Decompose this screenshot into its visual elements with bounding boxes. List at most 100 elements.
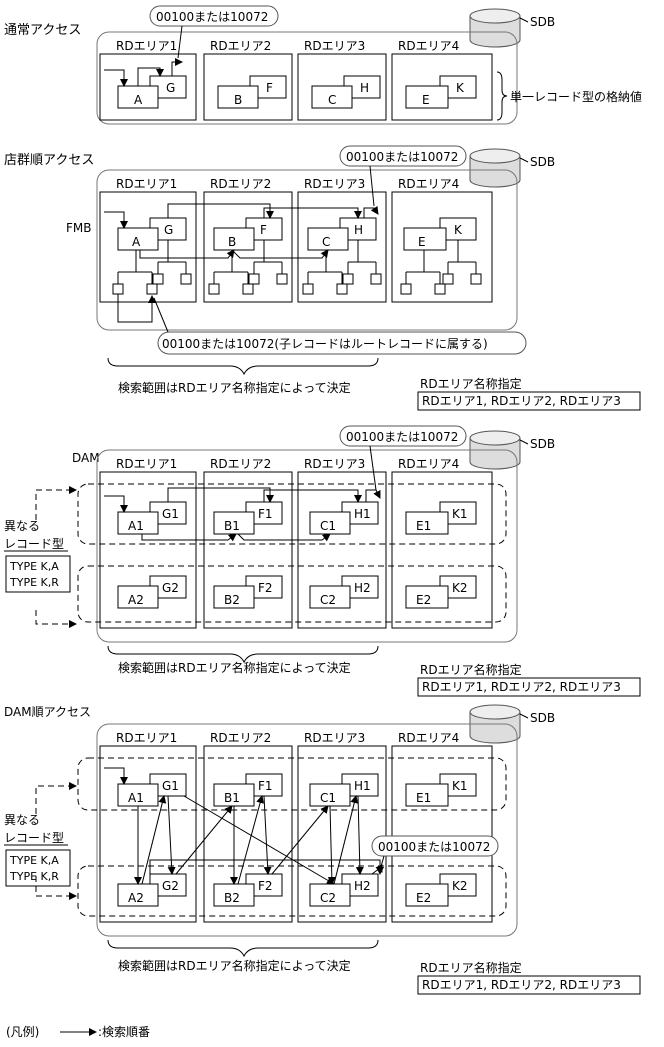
svg-text:RDエリア2: RDエリア2 [210,457,271,471]
record-label: H [360,81,369,95]
svg-text:E: E [418,235,426,249]
normal-areas: RDエリア1 RDエリア2 RDエリア3 RDエリア4 [99,39,493,121]
svg-text:RDエリア1: RDエリア1 [116,731,177,745]
svg-text:K1: K1 [452,779,468,793]
svg-text:H: H [354,223,363,237]
callout-bubble [339,145,467,167]
store-records: G A F B H C K E [117,217,477,251]
callout-bubble [157,331,527,355]
callout-bubble [149,5,279,27]
sdb-label: SDB [530,15,555,29]
store-spec-value: RDエリア1, RDエリア2, RDエリア3 [422,394,621,408]
svg-text:E1: E1 [416,791,431,805]
svg-text:K1: K1 [452,507,468,521]
svg-text:RDエリア1: RDエリア1 [116,457,177,471]
svg-text:A1: A1 [128,519,144,533]
dam-spec-label: RDエリア名称指定 [420,662,522,677]
area-label: RDエリア2 [210,177,271,191]
svg-text:A: A [132,235,141,249]
svg-text:K2: K2 [452,581,468,595]
area-label: RDエリア3 [304,39,365,53]
svg-text:RDエリア4: RDエリア4 [398,457,459,471]
area-label: RDエリア4 [398,177,459,191]
record-label: K [456,81,465,95]
damseq-callout: 00100または10072 [378,840,490,854]
dam-diff-label: 異なる [4,519,40,533]
scope-brace [107,645,379,664]
child-trees [112,240,482,295]
store-spec-label: RDエリア名称指定 [420,376,522,391]
svg-text:K: K [454,223,463,237]
svg-text:C2: C2 [320,891,336,905]
svg-text:G2: G2 [162,581,179,595]
legend-label: (凡例) [6,1025,39,1039]
svg-text:H1: H1 [354,507,371,521]
svg-text:C2: C2 [320,593,336,607]
damseq-rec-label: レコード型 [4,831,64,845]
svg-text:F: F [260,223,267,237]
damseq-scope: 検索範囲はRDエリア名称指定によって決定 [118,958,351,973]
damseq-type-0: TYPE K,A [9,854,59,867]
dam-records: G1 A1 F1 B1 H1 C1 K1 E1 G2 A2 F2 B2 H2 C… [117,501,477,609]
sdb-cylinder [469,430,521,470]
record-label: C [328,93,336,107]
store-areas: RDエリア1 RDエリア2 RDエリア3 RDエリア4 [99,177,493,303]
svg-text:G1: G1 [162,507,179,521]
damseq-spec-label: RDエリア名称指定 [420,960,522,975]
dam-type-band-2 [77,565,507,623]
svg-text:A1: A1 [128,791,144,805]
dam-type-box [5,555,71,593]
record-label: A [134,93,143,107]
damseq-areas: RDエリア1 RDエリア2 RDエリア3 RDエリア4 [99,731,493,923]
store-callout: 00100または10072 [346,150,458,164]
svg-text:A2: A2 [128,891,144,905]
svg-text:C: C [322,235,330,249]
svg-text:G1: G1 [162,779,179,793]
sdb-area-frame [96,723,518,937]
sdb-area-frame [96,31,518,125]
callout-bubble [339,425,467,447]
sdb-cylinder [469,8,521,48]
svg-text:H2: H2 [354,879,371,893]
svg-text:H1: H1 [354,779,371,793]
store-bottom-callout: 00100または10072(子レコードはルートレコードに属する) [162,337,488,351]
sdb-area-frame [96,169,518,331]
sdb-label: SDB [530,437,555,451]
svg-text:C1: C1 [320,791,336,805]
area-label: RDエリア1 [116,177,177,191]
sdb-label: SDB [530,155,555,169]
svg-text:E1: E1 [416,519,431,533]
damseq-type-box [5,849,71,887]
svg-text:E2: E2 [416,593,431,607]
area-label: RDエリア2 [210,39,271,53]
area-label: RDエリア1 [116,39,177,53]
dam-rec-label: レコード型 [4,537,64,551]
svg-text:G: G [164,223,173,237]
area-label: RDエリア4 [398,39,459,53]
damseq-spec-value: RDエリア1, RDエリア2, RDエリア3 [422,978,621,992]
sdb-label: SDB [530,711,555,725]
svg-text:G2: G2 [162,879,179,893]
svg-text:F2: F2 [258,879,273,893]
dam-areas: RDエリア1 RDエリア2 RDエリア3 RDエリア4 [99,457,493,629]
svg-text:B: B [228,235,236,249]
dam-type-1: TYPE K,R [9,576,59,589]
damseq-type-1: TYPE K,R [9,870,59,883]
sdb-area-frame [96,449,518,643]
svg-text:E2: E2 [416,891,431,905]
normal-records: G A F B H C K E [117,75,477,109]
svg-text:B1: B1 [224,791,240,805]
svg-text:K2: K2 [452,879,468,893]
svg-text:RDエリア3: RDエリア3 [304,457,365,471]
svg-text:A2: A2 [128,593,144,607]
normal-side-note: 単一レコード型の格納値 [510,89,642,104]
scope-brace [107,939,379,958]
svg-text:C1: C1 [320,519,336,533]
dam-callout: 00100または10072 [346,430,458,444]
fmb-label: FMB [66,221,92,235]
svg-text:RDエリア3: RDエリア3 [304,731,365,745]
svg-text:F1: F1 [258,779,273,793]
store-scope: 検索範囲はRDエリア名称指定によって決定 [118,380,351,395]
dam-spec-value: RDエリア1, RDエリア2, RDエリア3 [422,680,621,694]
normal-title: 通常アクセス [4,23,81,38]
